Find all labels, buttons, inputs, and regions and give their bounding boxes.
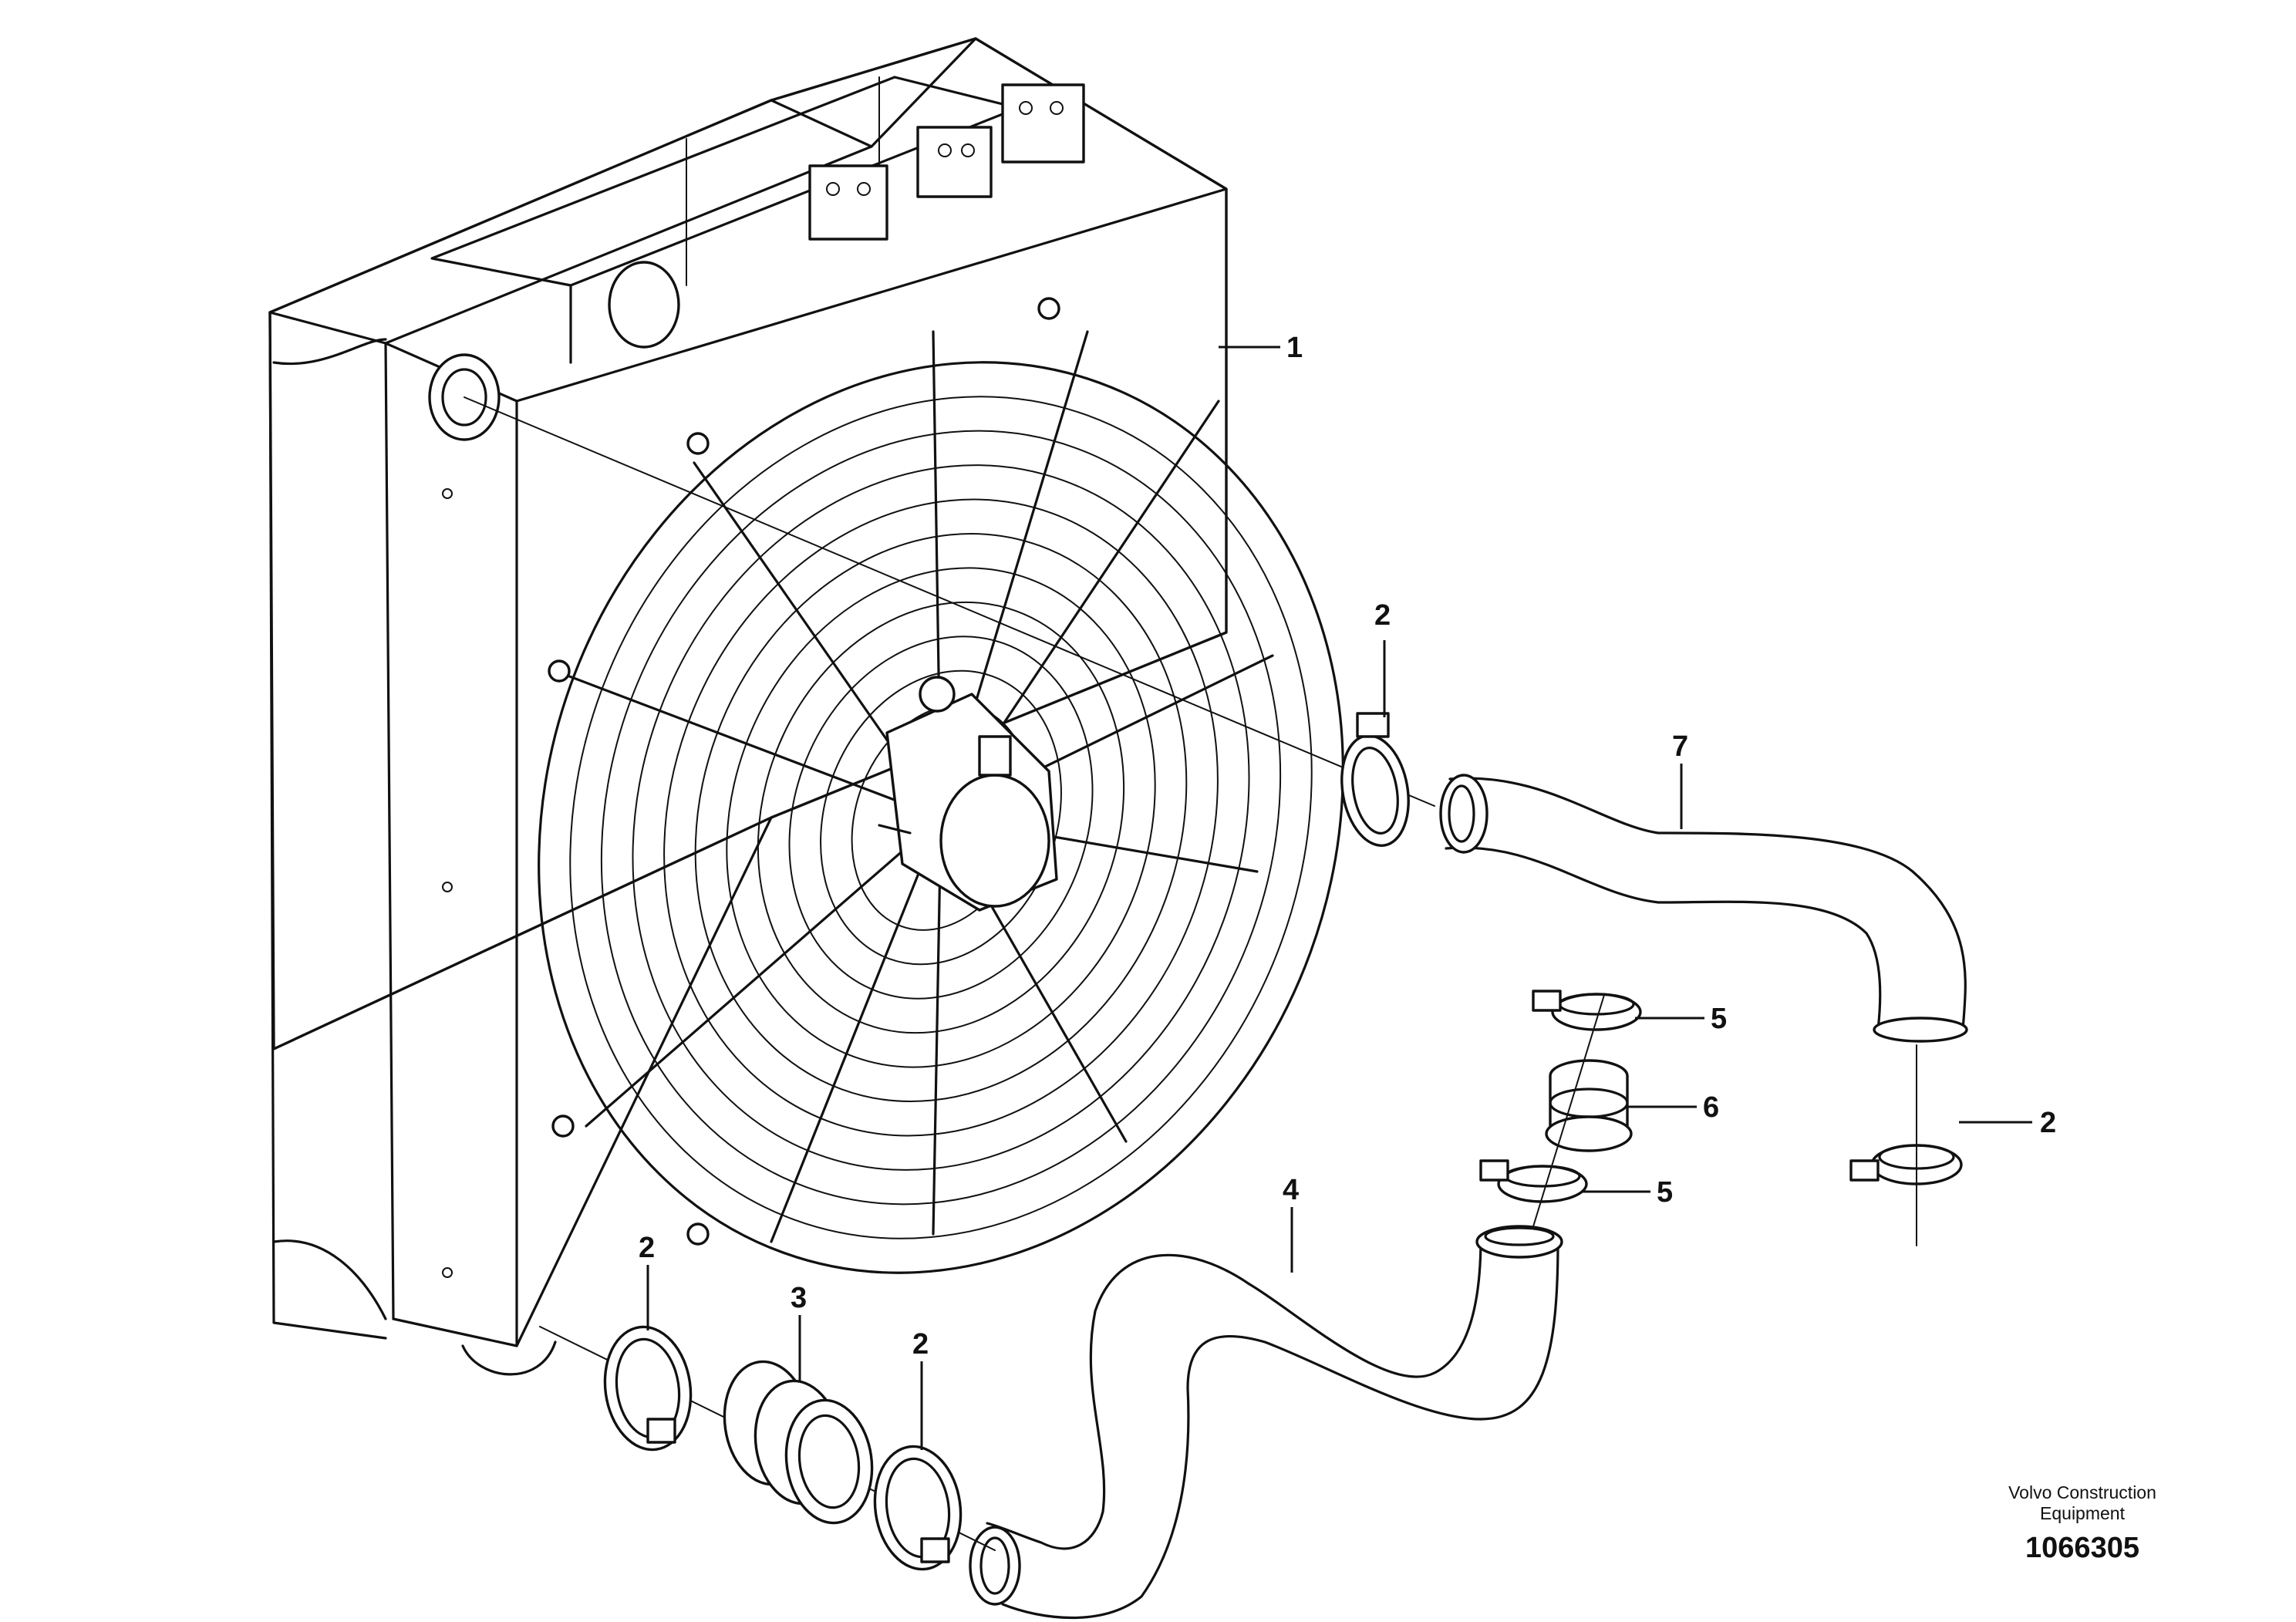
callout-2-lower-left: 2 bbox=[639, 1232, 655, 1264]
upper-hose bbox=[1439, 774, 1968, 1043]
clamp-5-upper bbox=[1532, 990, 1642, 1031]
publisher-credit: Volvo Construction Equipment bbox=[2008, 1482, 2156, 1523]
coupling-6 bbox=[1545, 1059, 1633, 1152]
callout-5-upper: 5 bbox=[1711, 1003, 1727, 1035]
lower-hose bbox=[969, 1225, 1563, 1620]
hose-clamp-lower-left bbox=[603, 1325, 693, 1452]
centerline-upper bbox=[464, 396, 1435, 807]
callout-7: 7 bbox=[1672, 730, 1688, 763]
connector-3 bbox=[723, 1360, 874, 1525]
centerline-coupling bbox=[1530, 994, 1605, 1235]
callout-2-upper: 2 bbox=[1374, 599, 1391, 632]
fan-guard bbox=[538, 297, 1344, 1274]
hose-clamp-upper bbox=[1340, 712, 1410, 847]
callout-1: 1 bbox=[1286, 332, 1303, 364]
callout-2-lower-mid: 2 bbox=[912, 1328, 929, 1361]
callout-6: 6 bbox=[1703, 1091, 1719, 1124]
callout-3: 3 bbox=[791, 1282, 807, 1314]
leader-lines bbox=[646, 346, 2032, 1450]
hose-clamp-right bbox=[1849, 1044, 1963, 1246]
drawing-number: 1066305 bbox=[2025, 1532, 2139, 1564]
callout-5-lower: 5 bbox=[1657, 1176, 1673, 1209]
clamp-5-lower bbox=[1479, 1159, 1588, 1203]
hose-clamp-lower-mid bbox=[873, 1445, 963, 1571]
callout-2-right: 2 bbox=[2040, 1107, 2056, 1139]
radiator-assembly bbox=[268, 37, 1228, 1376]
callout-4: 4 bbox=[1283, 1174, 1299, 1206]
